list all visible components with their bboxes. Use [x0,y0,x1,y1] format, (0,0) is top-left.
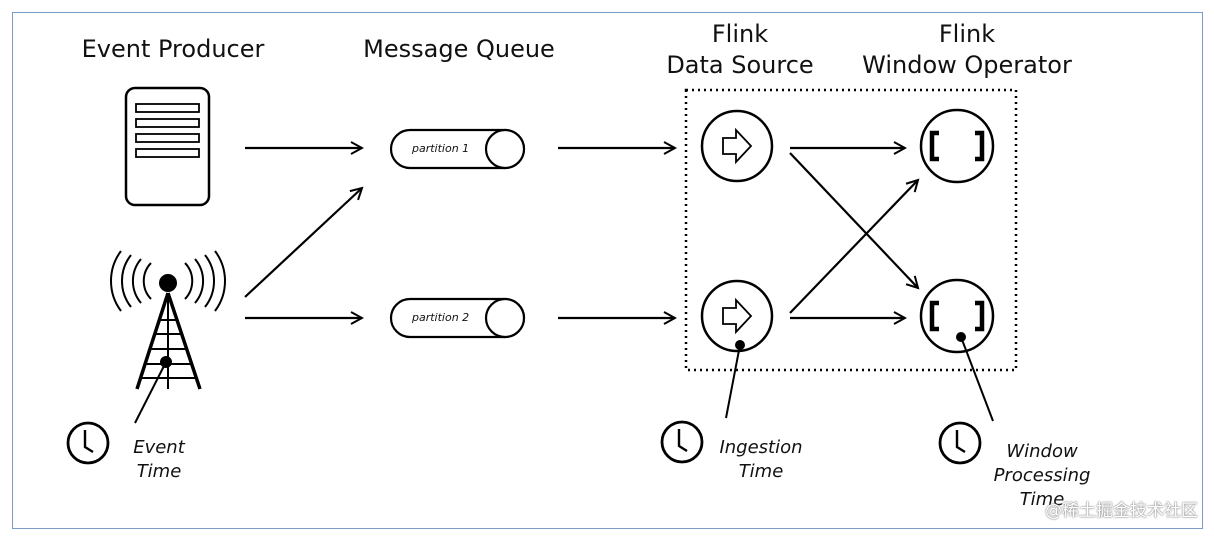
clock-icon [660,420,704,464]
window-bracket-icon [929,130,985,162]
clock-icon [938,421,982,465]
window-bracket-icon [929,300,985,332]
partition-1-cylinder [389,128,526,170]
server-icon [124,86,211,207]
heading-event-producer: Event Producer [81,35,265,63]
window-operator-2 [919,278,995,422]
radio-tower-icon [110,250,226,424]
event-time-label-line1: Event [133,437,185,458]
partition-1-label: partition 1 [412,142,470,155]
heading-window-operator-line1: Flink [938,20,996,48]
window-time-label-line1: Window [1006,441,1078,462]
source-operator-2 [700,279,774,419]
flink-job-boundary [684,88,1018,372]
ingestion-time-label-line1: Ingestion [719,437,803,458]
window-time-label-line3: Time [1019,489,1065,510]
partition-2-label: partition 2 [412,311,470,324]
arrow-right-icon [722,297,753,335]
arrow-device-to-p1 [244,188,362,298]
ingestion-time-label-line2: Time [738,461,784,482]
window-time-label-line2: Processing [993,465,1091,486]
source-operator-1 [700,109,774,183]
event-time-label-line2: Time [136,461,182,482]
arrow-source1-to-window2 [789,152,918,288]
arrow-right-icon [722,127,753,165]
window-operator-1 [919,108,995,184]
diagram-frame [12,12,1203,529]
arrow-source2-to-window1 [789,180,918,314]
partition-2-cylinder [389,297,526,339]
watermark: @稀土掘金技术社区 [1045,501,1198,521]
heading-window-operator-line2: Window Operator [862,51,1072,79]
clock-icon [66,421,110,465]
heading-data-source-line1: Flink [711,20,769,48]
heading-data-source-line2: Data Source [666,51,814,79]
heading-message-queue: Message Queue [363,35,555,63]
